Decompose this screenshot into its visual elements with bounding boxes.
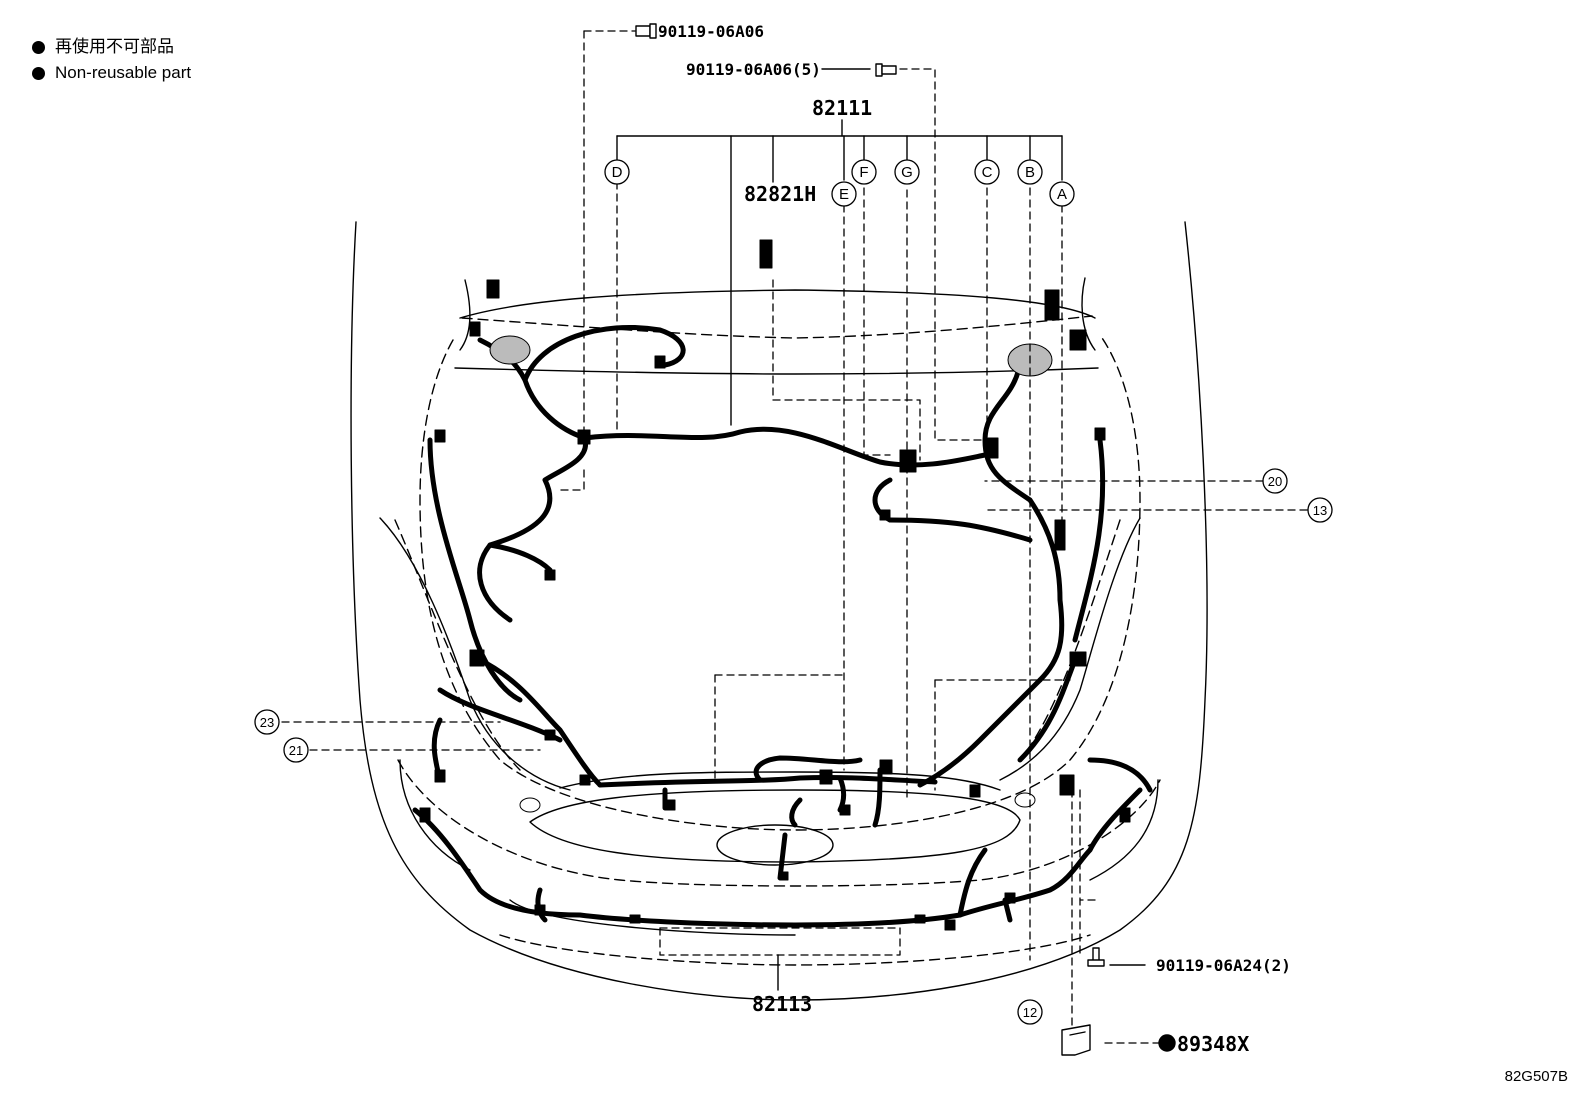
legend: 再使用不可部品 Non-reusable part (32, 34, 191, 86)
callout-23: 23 (260, 715, 274, 730)
callout-e: E (839, 186, 849, 203)
legend-japanese-text: 再使用不可部品 (55, 37, 174, 56)
label-82111: 82111 (812, 96, 873, 120)
connectors (419, 239, 1131, 931)
label-89348X: 89348X (1177, 1032, 1250, 1056)
callout-b: B (1025, 164, 1035, 181)
leader-lines (281, 30, 1308, 1044)
bolt-90119-06A06-icon (635, 23, 657, 39)
callout-c: C (982, 164, 993, 181)
label-90119-06A06-5: 90119-06A06(5) (686, 60, 821, 79)
callout-circles (254, 159, 1333, 1025)
callout-20: 20 (1268, 474, 1282, 489)
callout-g: G (901, 164, 913, 181)
legend-row-english: Non-reusable part (32, 60, 191, 86)
bracket-89348X-icon (1061, 1024, 1091, 1056)
callout-a: A (1057, 186, 1067, 203)
callout-12: 12 (1023, 1005, 1037, 1020)
bullet-dot-icon (32, 40, 45, 54)
label-90119-06A06: 90119-06A06 (658, 22, 764, 41)
engine-room-harness (412, 324, 1153, 928)
callout-f: F (859, 164, 868, 181)
non-reusable-dot-icon (1158, 1034, 1176, 1052)
callout-texts: A B C D E F G 20 13 23 21 12 (260, 164, 1327, 1020)
callout-d: D (612, 164, 623, 181)
legend-row-japanese: 再使用不可部品 (32, 34, 191, 60)
bullet-dot-icon (32, 66, 45, 80)
bolt-90119-06A06-5-icon (875, 63, 897, 77)
label-82821H: 82821H (744, 182, 817, 206)
label-82113: 82113 (752, 992, 813, 1016)
bolt-90119-06A24-2-icon (1087, 947, 1105, 967)
figure-code: 82G507B (1504, 1068, 1568, 1085)
callout-13: 13 (1313, 503, 1327, 518)
callout-21: 21 (289, 743, 303, 758)
legend-english-text: Non-reusable part (55, 63, 192, 82)
bracket-82111 (616, 68, 1146, 991)
label-90119-06A24-2: 90119-06A24(2) (1156, 956, 1291, 975)
